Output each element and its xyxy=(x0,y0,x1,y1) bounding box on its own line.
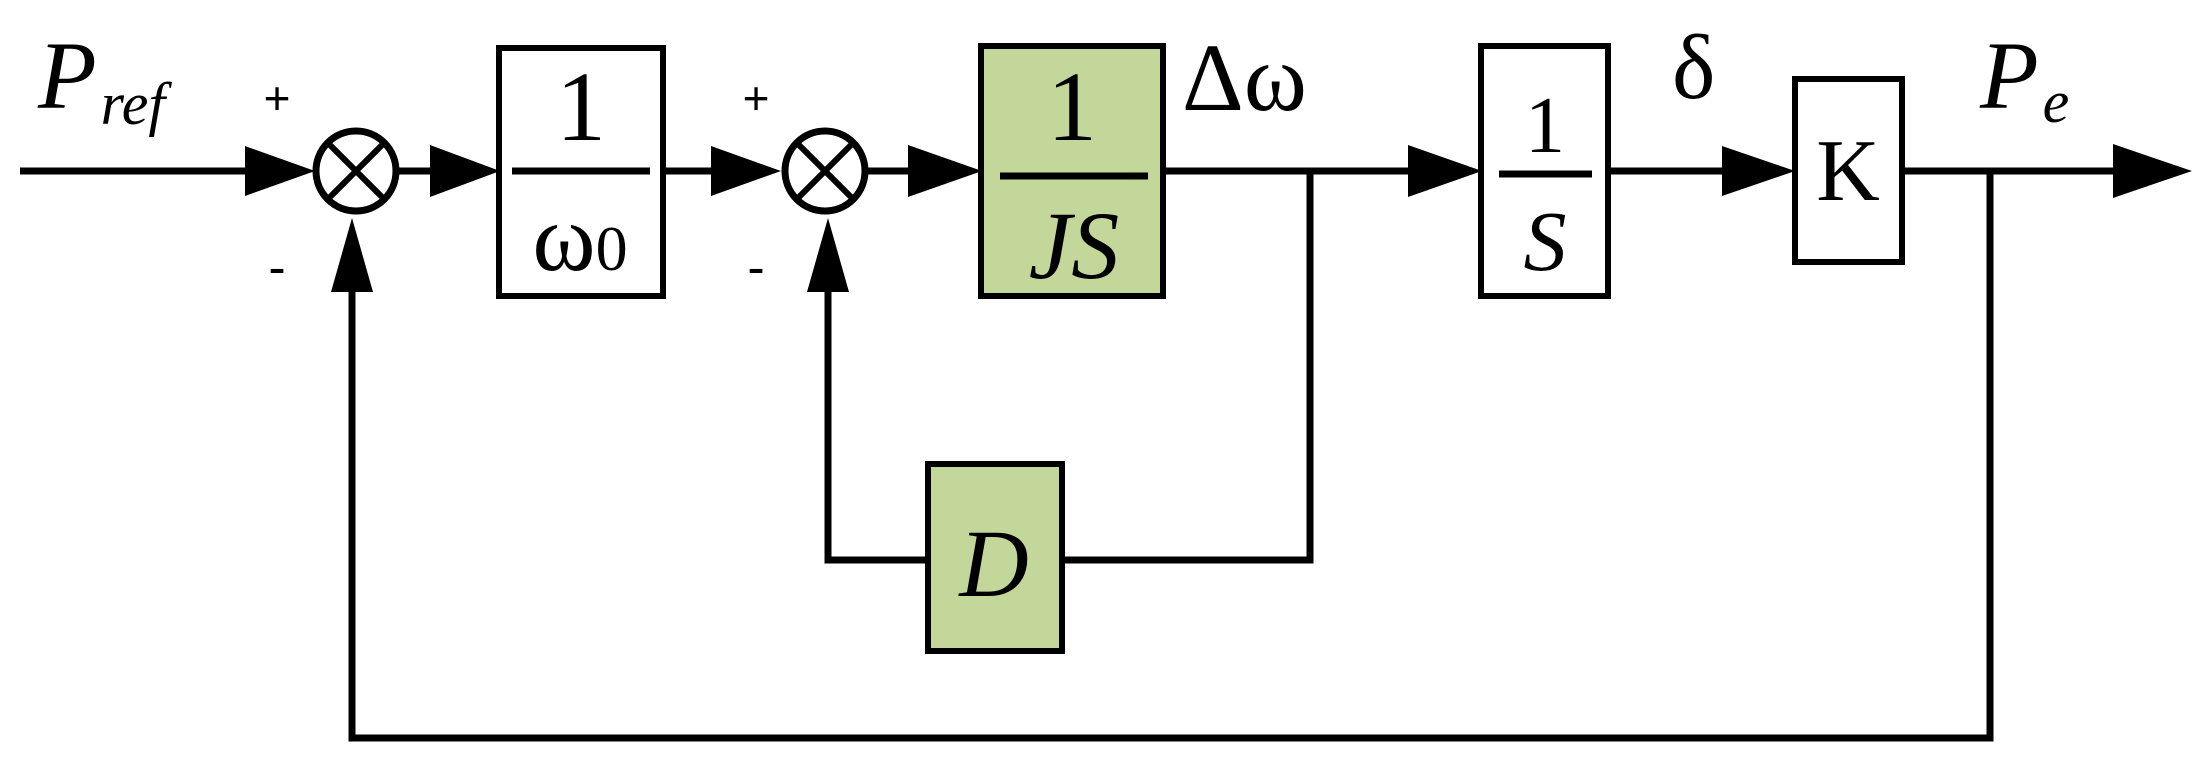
sum2-plus-sign: + xyxy=(743,72,770,124)
arrow-into-sum1 xyxy=(245,146,315,196)
block-inv-omega0: 1 ω0 xyxy=(496,45,666,299)
arrow-into-omega0 xyxy=(430,145,500,197)
block-inv-js-frame xyxy=(978,43,1166,299)
block-inv-omega0-numerator: 1 xyxy=(556,51,606,162)
arrow-damping-into-sum2 xyxy=(807,218,849,292)
block-inv-js: 1 JS xyxy=(978,43,1166,299)
block-inv-s-denominator: S xyxy=(1524,193,1567,289)
label-p-e-main: P xyxy=(1979,22,2039,129)
block-inv-omega0-subscript: 0 xyxy=(596,213,628,284)
signal-wires xyxy=(20,167,2115,742)
block-inv-js-denominator: JS xyxy=(1029,192,1120,299)
sum1-minus-sign: - xyxy=(268,239,285,297)
label-delta: δ xyxy=(1672,16,1715,118)
summing-junction-1: + - xyxy=(264,72,400,297)
summing-junction-2: + - xyxy=(743,72,869,297)
block-inv-omega0-omega: ω xyxy=(532,184,595,291)
label-p-ref-main: P xyxy=(37,22,97,129)
arrow-into-js xyxy=(908,145,982,197)
block-inv-s: 1 S xyxy=(1478,43,1611,299)
block-gain-k-label: K xyxy=(1816,123,1880,220)
block-damping-d-label: D xyxy=(957,510,1028,617)
arrow-feedback-into-sum1 xyxy=(331,218,373,292)
arrowheads xyxy=(245,144,2192,292)
sum2-minus-sign: - xyxy=(747,239,764,297)
block-inv-js-numerator: 1 xyxy=(1047,51,1097,162)
block-damping-d-frame xyxy=(925,461,1065,654)
arrow-into-k xyxy=(1722,146,1795,196)
block-gain-k-frame xyxy=(1792,76,1905,265)
wire-damping-to-sum2 xyxy=(824,292,928,564)
label-p-e-subscript: e xyxy=(2043,69,2070,135)
block-gain-k: K xyxy=(1792,76,1905,265)
label-delta-omega: Δω xyxy=(1182,24,1307,131)
wire-main-feedback xyxy=(348,171,1994,742)
block-damping-d: D xyxy=(925,461,1065,654)
block-inv-omega0-denominator: ω0 xyxy=(532,184,627,291)
block-inv-s-numerator: 1 xyxy=(1525,82,1565,170)
label-p-ref: Pref xyxy=(37,22,172,137)
sum1-plus-sign: + xyxy=(264,72,291,124)
arrow-into-sum2 xyxy=(711,146,781,196)
label-p-e: Pe xyxy=(1979,22,2069,135)
arrow-into-invs xyxy=(1408,145,1482,197)
label-p-ref-subscript: ref xyxy=(101,71,173,137)
arrow-output xyxy=(2113,144,2192,198)
signal-labels: Pref Δω δ Pe xyxy=(37,16,2069,137)
wire-damping-feedback xyxy=(1062,171,1314,564)
